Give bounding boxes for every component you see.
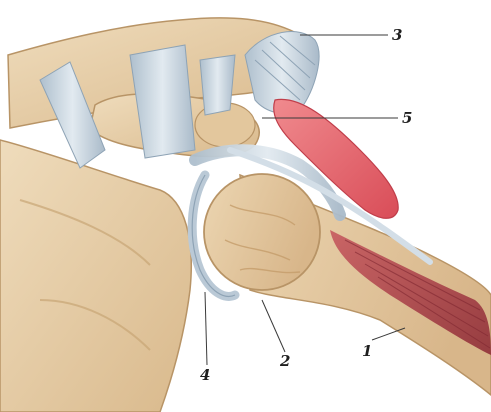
humeral-head	[204, 174, 320, 290]
callout-4: 4	[200, 366, 210, 384]
ligament-band-3	[200, 55, 235, 115]
callout-5: 5	[402, 109, 412, 127]
callout-2: 2	[279, 352, 290, 370]
callout-1: 1	[362, 342, 372, 360]
leader-1	[372, 328, 405, 340]
leader-4	[205, 292, 207, 365]
leader-2	[262, 300, 285, 352]
scapula	[0, 140, 191, 412]
callout-3: 3	[392, 26, 402, 44]
